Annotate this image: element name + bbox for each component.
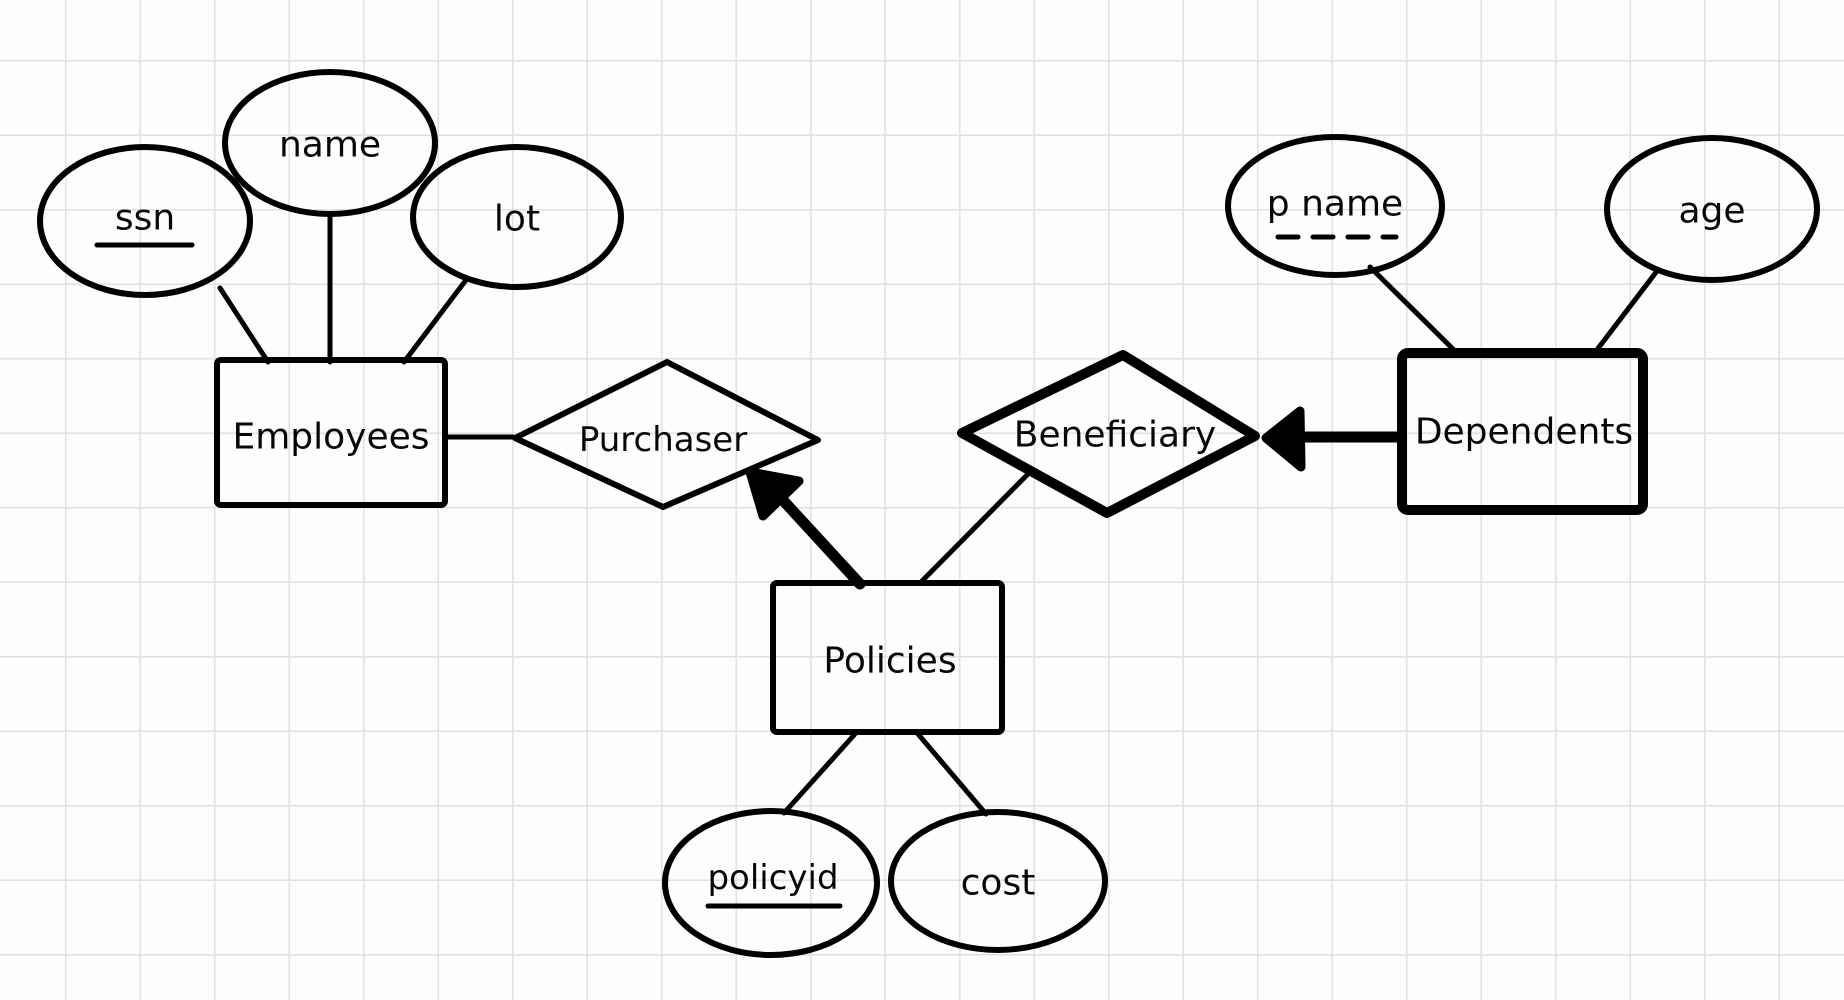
arrow-dependents-beneficiary[interactable] <box>1261 406 1405 472</box>
entity-dependents-box <box>1397 348 1648 515</box>
attribute-name-label: name <box>279 125 381 166</box>
attribute-ssn-label: ssn <box>115 198 175 239</box>
attribute-ssn[interactable]: ssn <box>37 144 253 298</box>
attribute-policyid[interactable]: policyid <box>662 808 880 958</box>
connector-policies-cost[interactable] <box>915 731 989 817</box>
connector-policies-policyid[interactable] <box>781 731 858 816</box>
connector-lot-employees[interactable] <box>401 277 469 365</box>
attribute-pname-label: p name <box>1267 184 1403 225</box>
attribute-lot-label: lot <box>494 199 540 240</box>
attribute-age-label: age <box>1678 191 1745 232</box>
entity-employees[interactable]: Employees <box>214 357 448 508</box>
attribute-policyid-label: policyid <box>707 858 838 898</box>
relationship-purchaser[interactable]: Purchaser <box>512 359 821 510</box>
attribute-pname-ellipse <box>1225 134 1445 278</box>
entity-policies[interactable]: Policies <box>770 580 1005 735</box>
arrow-shaft <box>774 491 866 590</box>
attribute-cost[interactable]: cost <box>888 809 1108 953</box>
attribute-age[interactable]: age <box>1604 135 1820 283</box>
attribute-policyid-ellipse <box>662 808 880 958</box>
relationship-purchaser-diamond <box>512 359 821 510</box>
attribute-cost-ellipse <box>888 809 1108 953</box>
relationship-beneficiary-diamond <box>957 350 1260 518</box>
arrowhead <box>1261 406 1306 472</box>
attribute-lot[interactable]: lot <box>410 144 624 290</box>
connector-pname-dependents[interactable] <box>1367 264 1462 358</box>
attribute-pname[interactable]: p name <box>1225 134 1445 278</box>
attribute-age-ellipse <box>1604 135 1820 283</box>
entity-employees-label: Employees <box>232 417 429 458</box>
entity-policies-label: Policies <box>823 641 956 682</box>
attribute-name[interactable]: name <box>222 69 438 217</box>
entity-employees-box <box>214 357 448 508</box>
entity-dependents-weak[interactable]: Dependents <box>1397 348 1648 515</box>
attribute-ssn-ellipse <box>37 144 253 298</box>
attribute-name-ellipse <box>222 69 438 217</box>
arrowhead <box>745 467 804 521</box>
relationship-beneficiary-identifying[interactable]: Beneficiary <box>957 350 1260 518</box>
entity-dependents-label: Dependents <box>1415 412 1633 453</box>
connector-ssn-employees[interactable] <box>217 285 271 365</box>
connector-policies-beneficiary[interactable] <box>919 471 1031 584</box>
relationship-beneficiary-label: Beneficiary <box>1014 415 1216 456</box>
connector-age-dependents[interactable] <box>1590 268 1660 358</box>
arrow-policies-purchaser[interactable] <box>745 467 866 590</box>
attribute-cost-label: cost <box>961 863 1036 904</box>
relationship-purchaser-label: Purchaser <box>579 420 747 460</box>
attribute-lot-ellipse <box>410 144 624 290</box>
entity-policies-box <box>770 580 1005 735</box>
